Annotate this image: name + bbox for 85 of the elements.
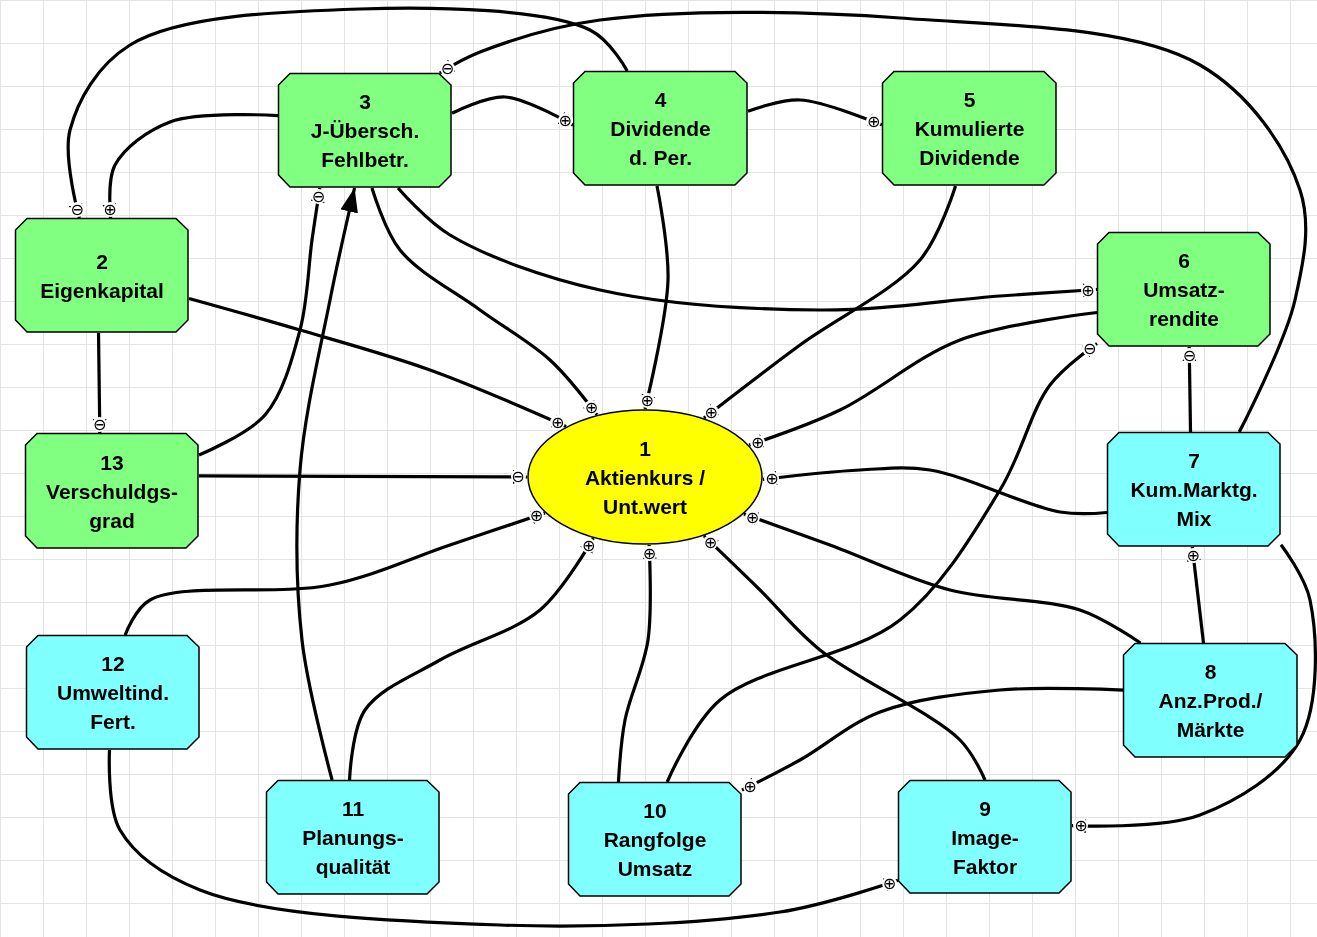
node-label: Eigenkapital bbox=[40, 277, 164, 304]
node-number: 7 bbox=[1188, 448, 1200, 474]
sign-label: ⊕ bbox=[581, 538, 597, 554]
node-number: 13 bbox=[100, 449, 124, 476]
sign-label: ⊖ bbox=[1082, 341, 1098, 357]
connector-arrow bbox=[107, 749, 899, 928]
node-label: J-Übersch. Fehlbetr. bbox=[309, 118, 421, 173]
connector-arrow bbox=[295, 187, 358, 781]
node-number: 5 bbox=[963, 87, 976, 113]
sign-label: ⊖ bbox=[92, 416, 108, 432]
connector-arrow bbox=[702, 534, 987, 781]
process-box bbox=[15, 218, 189, 333]
node-label: Planungs-qualität bbox=[301, 825, 405, 880]
node-number: 6 bbox=[1178, 248, 1190, 274]
sign-label: ⊖ bbox=[440, 60, 456, 76]
node-label: Aktienkurs / Unt.wert bbox=[583, 464, 707, 520]
process-box bbox=[882, 71, 1057, 186]
connector-arrow bbox=[123, 510, 546, 636]
sign-label: ⊕ bbox=[639, 392, 655, 408]
connector-arrow bbox=[347, 537, 595, 781]
sign-label: ⊕ bbox=[744, 509, 760, 525]
sign-label: ⊕ bbox=[1073, 818, 1089, 834]
sign-label: ⊖ bbox=[69, 201, 85, 217]
sign-label: ⊕ bbox=[550, 415, 566, 431]
node-label: Umsatz-rendite bbox=[1142, 277, 1226, 332]
node-label: Kum.Marktg. Mix bbox=[1129, 477, 1259, 532]
connector-arrow bbox=[743, 512, 1142, 645]
connector-arrow bbox=[439, 10, 1308, 433]
process-box bbox=[1107, 432, 1281, 547]
process-box bbox=[26, 635, 200, 750]
connector-arrow bbox=[748, 310, 1098, 448]
node-label: Kumulierte Dividende bbox=[913, 116, 1026, 171]
connector-arrow bbox=[66, 6, 629, 219]
node-label: Umweltind. Fert. bbox=[56, 680, 170, 735]
sign-label: ⊕ bbox=[1185, 548, 1201, 564]
sign-label: ⊕ bbox=[528, 508, 544, 524]
connector-arrow bbox=[1186, 546, 1206, 644]
connector-arrow bbox=[747, 98, 883, 127]
node-label: Dividende d. Per. bbox=[609, 116, 712, 171]
node-number: 4 bbox=[654, 87, 667, 113]
node-number: 3 bbox=[359, 89, 371, 115]
node-number: 9 bbox=[979, 795, 991, 822]
sign-label: ⊖ bbox=[310, 189, 326, 205]
process-box bbox=[25, 433, 199, 549]
sign-label: ⊕ bbox=[742, 778, 758, 794]
node-number: 8 bbox=[1204, 659, 1217, 685]
process-box bbox=[266, 780, 440, 895]
sign-label: ⊕ bbox=[102, 201, 118, 217]
sign-label: ⊕ bbox=[866, 114, 882, 130]
sign-label: ⊕ bbox=[557, 113, 573, 129]
connector-arrow bbox=[641, 185, 670, 410]
node-number: 10 bbox=[643, 798, 667, 824]
connector-arrow bbox=[451, 95, 574, 127]
process-box bbox=[568, 782, 742, 897]
sign-label: ⊕ bbox=[1080, 282, 1096, 298]
node-label: Image-Faktor bbox=[950, 824, 1020, 880]
sign-label: ⊖ bbox=[510, 469, 526, 485]
process-box bbox=[573, 71, 748, 186]
process-box bbox=[1123, 643, 1298, 758]
sign-label: ⊕ bbox=[703, 534, 718, 550]
sign-label: ⊕ bbox=[764, 470, 780, 486]
node-number: 1 bbox=[639, 435, 651, 462]
node-label: Anz.Prod./Märkte bbox=[1157, 688, 1264, 743]
connector-arrow bbox=[703, 185, 958, 420]
sign-label: ⊖ bbox=[1181, 348, 1197, 364]
connector-arrow bbox=[616, 544, 657, 783]
process-box bbox=[898, 780, 1072, 894]
sign-label: ⊕ bbox=[881, 875, 897, 891]
process-box bbox=[278, 73, 452, 188]
node-number: 12 bbox=[101, 651, 125, 677]
connector-arrow bbox=[188, 296, 567, 428]
node-label: Verschuldgs-grad bbox=[45, 478, 179, 534]
node-number: 2 bbox=[96, 248, 108, 275]
process-box bbox=[1097, 232, 1271, 347]
connector-arrow bbox=[665, 342, 1098, 783]
connector-arrow bbox=[762, 466, 1108, 516]
sign-label: ⊕ bbox=[642, 546, 657, 562]
node-number: 11 bbox=[341, 796, 365, 822]
connector-arrow bbox=[370, 187, 599, 416]
sign-label: ⊕ bbox=[584, 400, 599, 416]
connector-arrow bbox=[741, 686, 1124, 792]
sign-label: ⊕ bbox=[703, 405, 719, 421]
sign-label: ⊕ bbox=[750, 434, 766, 450]
connector-arrow bbox=[102, 113, 279, 219]
node-label: Rangfolge Umsatz bbox=[602, 827, 708, 882]
